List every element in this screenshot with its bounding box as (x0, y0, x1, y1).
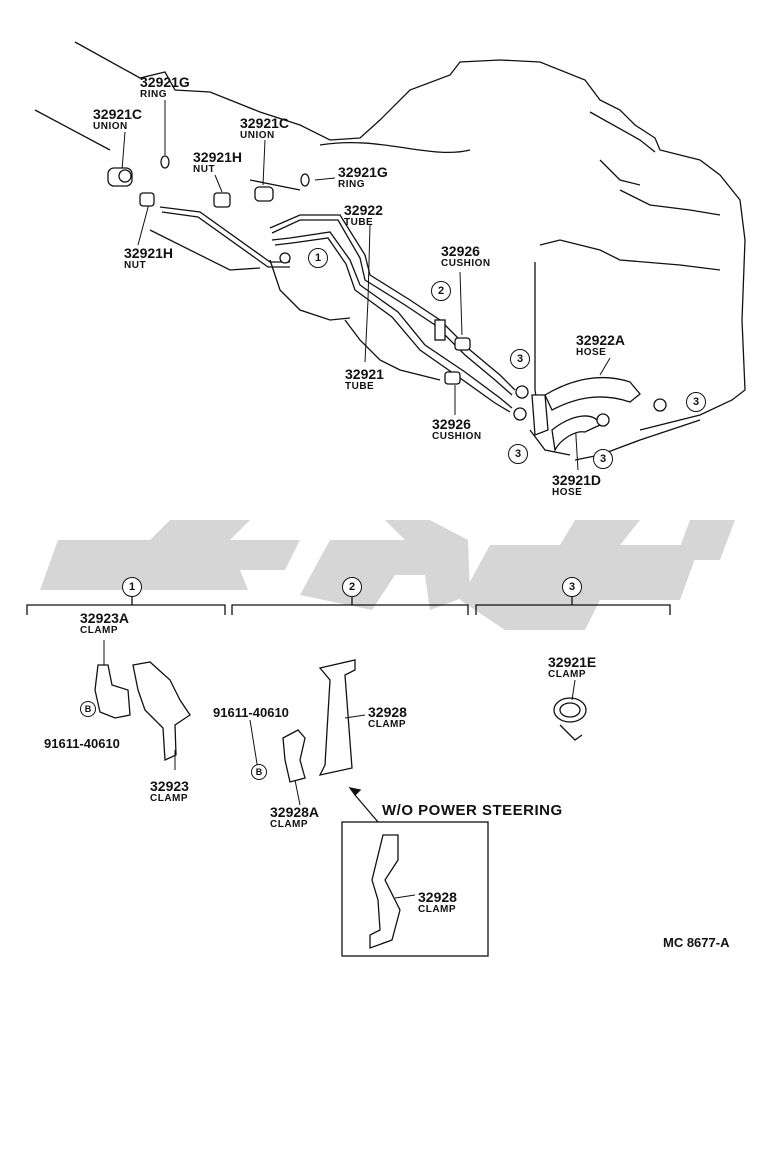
cushion-label: 32926 CUSHION (441, 244, 491, 269)
part-number: 32928A (270, 804, 320, 820)
hose-label: 32922A HOSE (576, 333, 625, 358)
group-header-2: 2 (342, 577, 362, 597)
callout-3: 3 (593, 449, 613, 469)
part-number: 32921C (93, 106, 143, 122)
clamp-label: 32923A CLAMP (80, 611, 129, 636)
leader-lines-bottom (103, 640, 576, 899)
part-number: 32926 (441, 243, 480, 259)
ring-label: 32921G RING (338, 165, 388, 190)
part-name: UNION (93, 121, 128, 132)
diagram-code: MC 8677-A (663, 935, 730, 950)
clamp-drawings (94, 659, 587, 949)
clamp-label: 32923 CLAMP (150, 779, 189, 804)
group-header-3: 3 (562, 577, 582, 597)
tube-label: 32921 TUBE (345, 367, 384, 392)
part-name: RING (140, 89, 167, 100)
part-number: 32921H (124, 245, 174, 261)
part-number: 32921H (193, 149, 243, 165)
engine-outline (34, 41, 746, 461)
union-label: 32921C UNION (240, 116, 289, 141)
bolt-marker-b: B (251, 764, 267, 780)
group-brackets (26, 595, 671, 615)
part-number: 32921D (552, 472, 602, 488)
part-number: 32921 (345, 366, 384, 382)
part-number: 32921C (240, 115, 290, 131)
part-name: RING (338, 179, 365, 190)
clamp-label: 32928 CLAMP (368, 705, 407, 730)
nut-label: 32921H NUT (124, 246, 173, 271)
bolt-marker-b: B (80, 701, 96, 717)
part-name: CUSHION (441, 258, 491, 269)
part-name: CLAMP (80, 625, 119, 636)
part-number: 32922 (344, 202, 383, 218)
part-number: 32923A (80, 610, 130, 626)
part-number: 32921E (548, 654, 597, 670)
leader-lines (121, 100, 611, 471)
nut-label: 32921H NUT (193, 150, 242, 175)
part-name: UNION (240, 130, 275, 141)
part-number: 32923 (150, 778, 189, 794)
group-header-1: 1 (122, 577, 142, 597)
clamp-label: 32928A CLAMP (270, 805, 319, 830)
part-number: 32928 (418, 889, 457, 905)
part-name: HOSE (576, 347, 607, 358)
part-name: HOSE (552, 487, 583, 498)
union-label: 32921C UNION (93, 107, 142, 132)
part-number: 32921G (338, 164, 388, 180)
clamp-label: 32928 CLAMP (418, 890, 457, 915)
callout-3: 3 (510, 349, 530, 369)
part-name: TUBE (344, 217, 374, 228)
bolt-number: 91611-40610 (44, 736, 120, 751)
part-name: NUT (193, 164, 216, 175)
part-name: NUT (124, 260, 147, 271)
part-number: 32921G (140, 74, 190, 90)
note-without-power-steering: W/O POWER STEERING (382, 802, 563, 819)
part-number: 32928 (368, 704, 407, 720)
part-number: 32922A (576, 332, 626, 348)
tube-lines (159, 206, 516, 413)
hose-label: 32921D HOSE (552, 473, 601, 498)
part-name: CLAMP (548, 669, 587, 680)
part-number: 32926 (432, 416, 471, 432)
part-name: CLAMP (270, 819, 309, 830)
tube-label: 32922 TUBE (344, 203, 383, 228)
callout-2: 2 (431, 281, 451, 301)
cushion-label: 32926 CUSHION (432, 417, 482, 442)
part-name: CUSHION (432, 431, 482, 442)
watermark-logo (40, 520, 735, 630)
callout-1: 1 (308, 248, 328, 268)
part-name: TUBE (345, 381, 375, 392)
clamp-label: 32921E CLAMP (548, 655, 596, 680)
part-name: CLAMP (150, 793, 189, 804)
callout-3: 3 (686, 392, 706, 412)
ring-label: 32921G RING (140, 75, 190, 100)
part-name: CLAMP (368, 719, 407, 730)
callout-3: 3 (508, 444, 528, 464)
bolt-number: 91611-40610 (213, 705, 289, 720)
wo-box (341, 787, 489, 957)
part-name: CLAMP (418, 904, 457, 915)
fittings (107, 155, 667, 453)
